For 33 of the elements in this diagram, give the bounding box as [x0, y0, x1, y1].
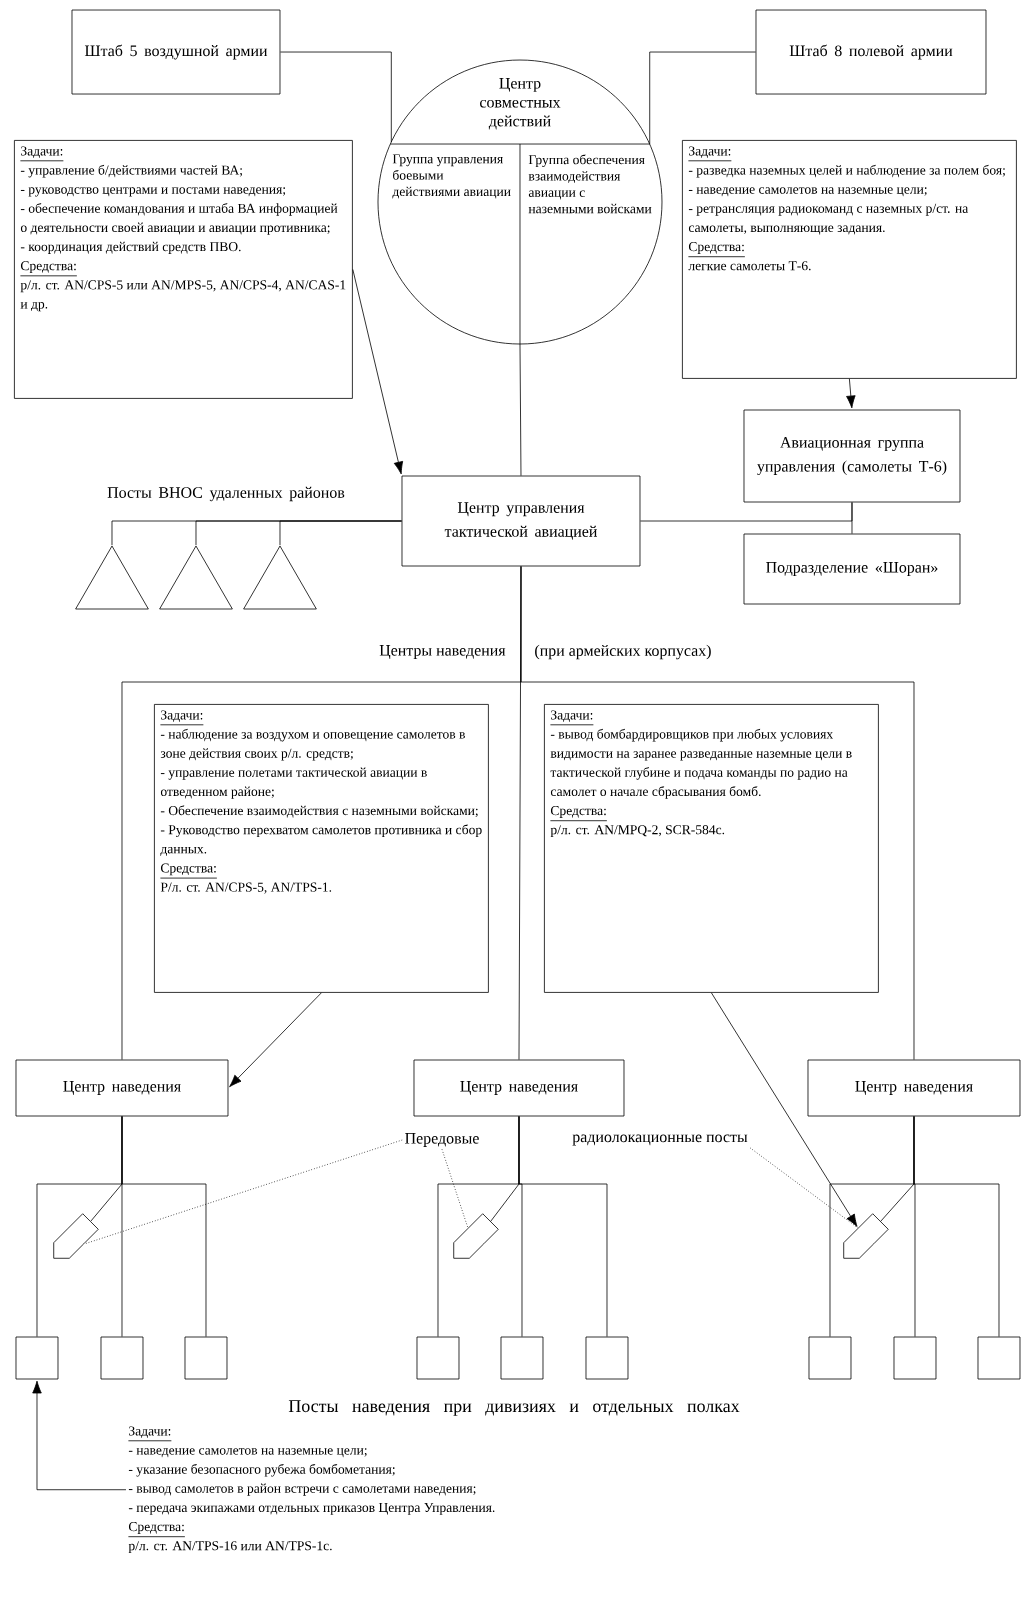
square-symbol [977, 1336, 1021, 1380]
leader-line [83, 1139, 403, 1245]
square-symbol [100, 1336, 144, 1380]
square-symbol [416, 1336, 460, 1380]
connector-line [649, 51, 756, 145]
connector-line [640, 502, 853, 522]
leader-line [749, 1147, 859, 1229]
connector-line [280, 51, 392, 143]
radar-symbol [453, 1213, 499, 1259]
connector-line [279, 520, 402, 546]
arrow [846, 378, 856, 409]
connector-line [518, 1116, 608, 1337]
arrow [32, 1380, 127, 1491]
triangle-symbol [243, 545, 317, 610]
leader-line [441, 1148, 469, 1229]
connector-line [913, 1116, 1000, 1337]
arrow [711, 992, 858, 1227]
square-symbol [808, 1336, 852, 1380]
square-symbol [15, 1336, 59, 1380]
triangle-symbol [159, 545, 233, 610]
radar-symbol [53, 1213, 99, 1259]
connector-line [121, 1116, 207, 1337]
square-symbol [184, 1336, 228, 1380]
arrow [229, 992, 322, 1088]
caption-text: Посты наведения при дивизиях и отдельных полках [288, 1400, 740, 1416]
radar-symbol [843, 1213, 889, 1259]
triangle-symbol [75, 545, 149, 610]
square-symbol [500, 1336, 544, 1380]
square-symbol [893, 1336, 937, 1380]
connector-line [519, 343, 522, 476]
connector-line [520, 566, 915, 1060]
arrow [352, 269, 404, 475]
square-symbol [585, 1336, 629, 1380]
